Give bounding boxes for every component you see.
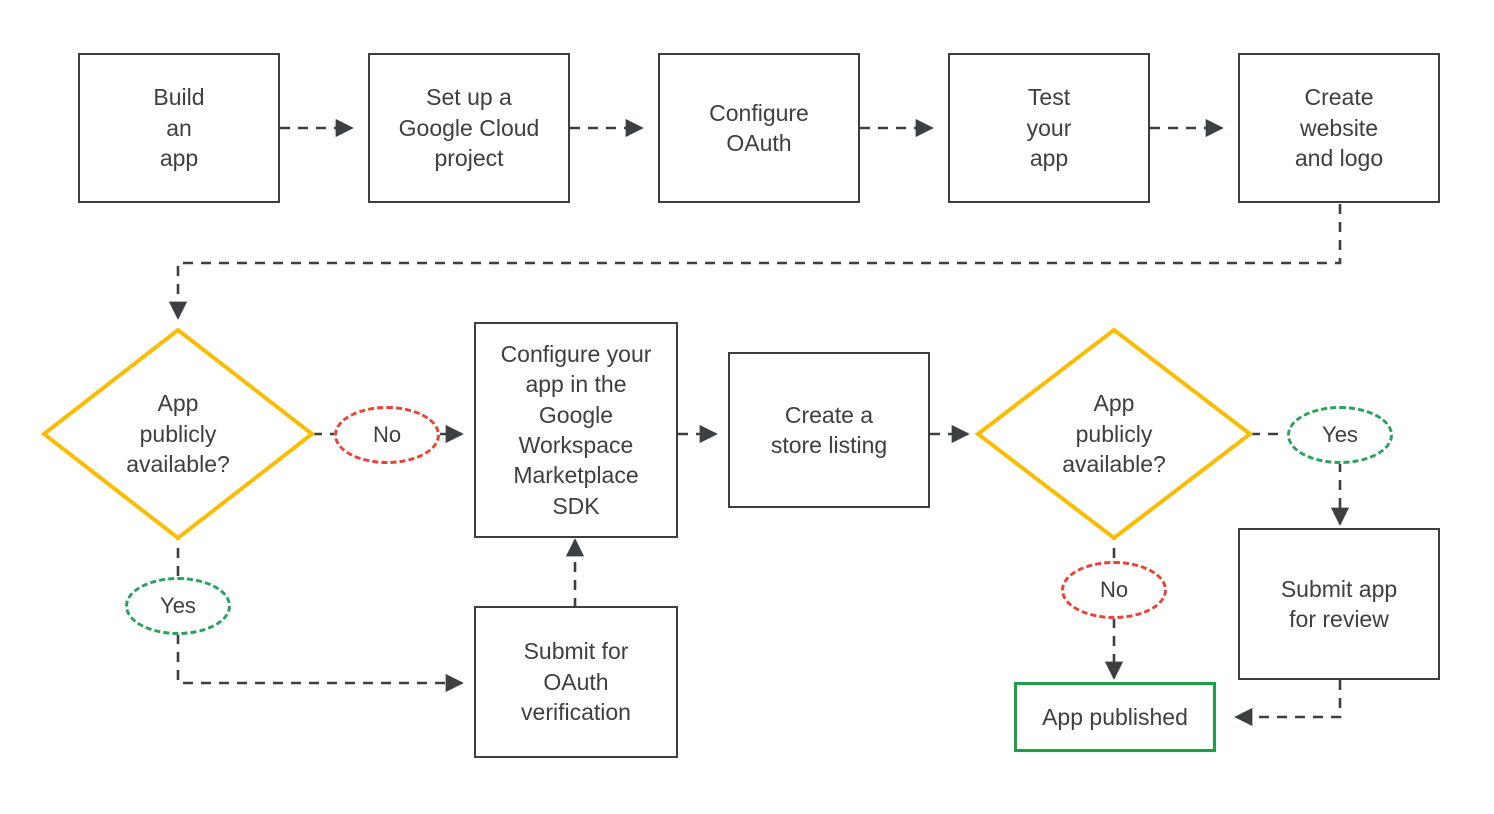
node-app-published[interactable]: App published: [1014, 682, 1216, 752]
node-configure-app-in-sdk[interactable]: Configure your app in the Google Workspa…: [474, 322, 678, 538]
node-submit-for-oauth-verification[interactable]: Submit for OAuth verification: [474, 606, 678, 758]
edge-submit-review-to-app-published: [1234, 680, 1342, 727]
node-label: App publicly available?: [126, 390, 230, 478]
node-create-website-and-logo[interactable]: Create website and logo: [1238, 53, 1440, 203]
edge-yes-label-to-submit-oauth: [176, 634, 464, 693]
edge-website-to-decision-left: [168, 204, 1342, 320]
node-decision-app-publicly-available-left[interactable]: App publicly available?: [88, 370, 268, 498]
node-set-up-gcp-project[interactable]: Set up a Google Cloud project: [368, 53, 570, 203]
edge-label-yes-left: Yes: [125, 577, 231, 635]
node-submit-app-for-review[interactable]: Submit app for review: [1238, 528, 1440, 680]
node-label: Configure your app in the Google Workspa…: [500, 340, 652, 519]
node-label: Submit app for review: [1280, 575, 1398, 632]
node-test-your-app[interactable]: Test your app: [948, 53, 1150, 203]
edge-label-text: Yes: [160, 593, 196, 618]
node-label: Test your app: [1026, 84, 1072, 172]
node-label: App publicly available?: [1062, 390, 1166, 478]
node-configure-oauth[interactable]: Configure OAuth: [658, 53, 860, 203]
edge-label-text: No: [1099, 577, 1129, 602]
node-build-an-app[interactable]: Build an app: [78, 53, 280, 203]
node-label: Submit for OAuth verification: [521, 638, 631, 726]
edge-label-text: No: [372, 422, 402, 447]
node-label: Build an app: [153, 84, 205, 172]
node-label: Configure OAuth: [709, 99, 809, 156]
edge-label-no-right: No: [1061, 561, 1167, 619]
edge-label-text: Yes: [1322, 422, 1358, 447]
edge-label-yes-right: Yes: [1287, 406, 1393, 464]
node-create-a-store-listing[interactable]: Create a store listing: [728, 352, 930, 508]
node-label: Set up a Google Cloud project: [398, 84, 540, 172]
node-label: App published: [1042, 703, 1188, 730]
node-decision-app-publicly-available-right[interactable]: App publicly available?: [1024, 370, 1204, 498]
edge-label-no-left: No: [334, 406, 440, 464]
node-label: Create website and logo: [1294, 84, 1384, 172]
node-label: Create a store listing: [770, 401, 888, 458]
